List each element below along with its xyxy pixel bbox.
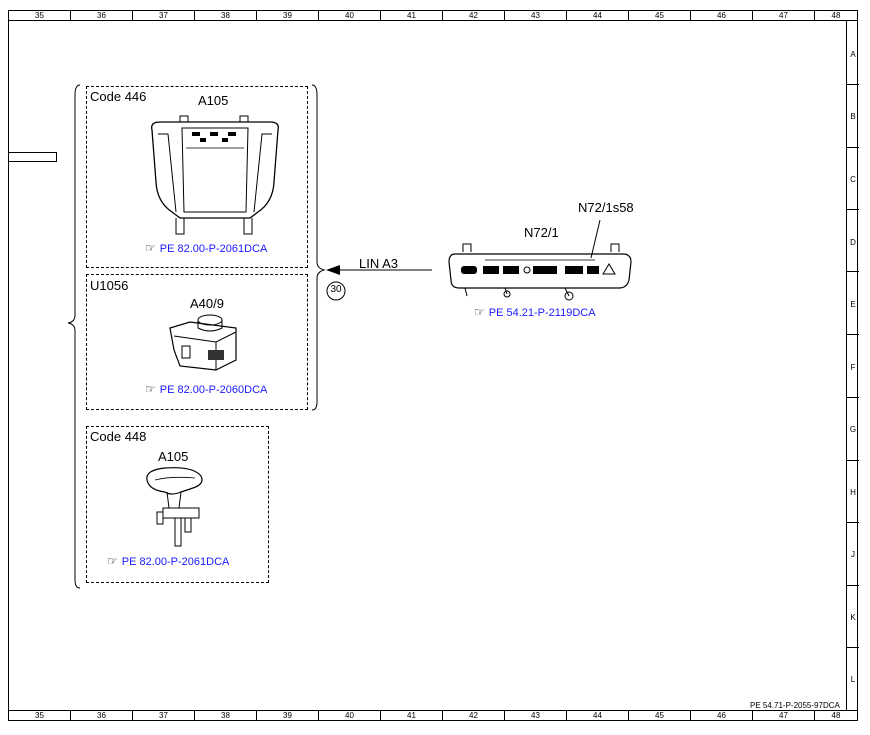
column-number: 45 <box>629 711 691 721</box>
switch-label: N72/1s58 <box>578 200 634 215</box>
pointing-hand-icon: ☞ <box>145 382 156 396</box>
component-box-code-448 <box>86 426 269 583</box>
pointing-hand-icon: ☞ <box>107 554 118 568</box>
continuation-bar <box>8 152 57 162</box>
row-letter: L <box>850 675 856 684</box>
row-divider <box>847 460 859 461</box>
reference-link[interactable]: ☞PE 54.21-P-2119DCA <box>474 305 596 319</box>
column-number: 35 <box>9 711 71 721</box>
box-code-label: Code 448 <box>90 429 147 444</box>
row-divider <box>847 271 859 272</box>
climate-control-panel-illustration <box>448 243 632 301</box>
column-number: 37 <box>133 711 195 721</box>
row-letter: A <box>850 50 856 59</box>
reference-text: PE 82.00-P-2061DCA <box>159 243 268 255</box>
component-label: A40/9 <box>190 296 224 311</box>
box-code-label: Code 446 <box>90 89 147 104</box>
row-divider <box>847 334 859 335</box>
column-number: 48 <box>831 711 841 720</box>
reference-link[interactable]: ☞PE 82.00-P-2061DCA <box>145 241 267 255</box>
row-ruler: A B C D E F G H J K L <box>846 20 859 710</box>
lin-bus-label: LIN A3 <box>359 256 399 271</box>
row-divider <box>847 585 859 586</box>
document-code: PE 54.71-P-2055-97DCA <box>750 701 840 710</box>
row-divider <box>847 647 859 648</box>
row-letter: G <box>849 425 857 434</box>
connection-node-number: 30 <box>330 284 342 295</box>
row-letter: H <box>850 488 856 497</box>
column-number: 38 <box>195 11 257 21</box>
component-label: N72/1 <box>524 225 559 240</box>
reference-text: PE 82.00-P-2060DCA <box>159 384 268 396</box>
row-letter: D <box>850 238 856 247</box>
row-divider <box>847 147 859 148</box>
column-number: 36 <box>71 711 133 721</box>
column-number: 44 <box>567 11 629 21</box>
row-divider <box>847 522 859 523</box>
column-number: 35 <box>9 11 71 21</box>
column-number: 41 <box>381 711 443 721</box>
row-letter: K <box>850 613 856 622</box>
column-number: 43 <box>505 711 567 721</box>
column-number: 42 <box>443 11 505 21</box>
column-number: 46 <box>691 711 753 721</box>
reference-text: PE 54.21-P-2119DCA <box>488 307 596 319</box>
controller-knob-illustration <box>169 314 237 371</box>
column-number: 38 <box>195 711 257 721</box>
column-number: 47 <box>753 11 815 21</box>
gear-selector-illustration <box>146 467 203 547</box>
column-number: 45 <box>629 11 691 21</box>
top-column-ruler: 35 36 37 38 39 40 41 42 43 44 45 46 47 4… <box>8 10 858 21</box>
overhead-control-panel-illustration <box>151 115 279 235</box>
component-label: A105 <box>198 93 229 108</box>
pointing-hand-icon: ☞ <box>474 305 485 319</box>
column-number: 37 <box>133 11 195 21</box>
row-divider <box>847 209 859 210</box>
component-box-code-446 <box>86 86 308 268</box>
reference-link[interactable]: ☞PE 82.00-P-2060DCA <box>145 382 267 396</box>
column-number: 47 <box>753 711 815 721</box>
column-number: 40 <box>319 11 381 21</box>
row-letter: B <box>850 112 856 121</box>
pointing-hand-icon: ☞ <box>145 241 156 255</box>
reference-text: PE 82.00-P-2061DCA <box>121 556 230 568</box>
row-divider <box>847 397 859 398</box>
row-divider <box>847 84 859 85</box>
bottom-column-ruler: 35 36 37 38 39 40 41 42 43 44 45 46 47 4… <box>8 710 858 721</box>
row-letter: E <box>850 300 856 309</box>
column-number: 43 <box>505 11 567 21</box>
row-letter: F <box>850 363 856 372</box>
column-number: 39 <box>257 711 319 721</box>
column-number: 39 <box>257 11 319 21</box>
column-number: 40 <box>319 711 381 721</box>
row-letter: C <box>850 175 856 184</box>
row-letter: J <box>851 550 855 559</box>
reference-link[interactable]: ☞PE 82.00-P-2061DCA <box>107 554 229 568</box>
column-number: 42 <box>443 711 505 721</box>
column-number: 44 <box>567 711 629 721</box>
box-code-label: U1056 <box>90 278 129 293</box>
column-number: 36 <box>71 11 133 21</box>
column-number: 46 <box>691 11 753 21</box>
column-number: 48 <box>831 11 841 20</box>
column-number: 41 <box>381 11 443 21</box>
component-label: A105 <box>158 449 189 464</box>
component-box-u1056 <box>86 274 308 410</box>
